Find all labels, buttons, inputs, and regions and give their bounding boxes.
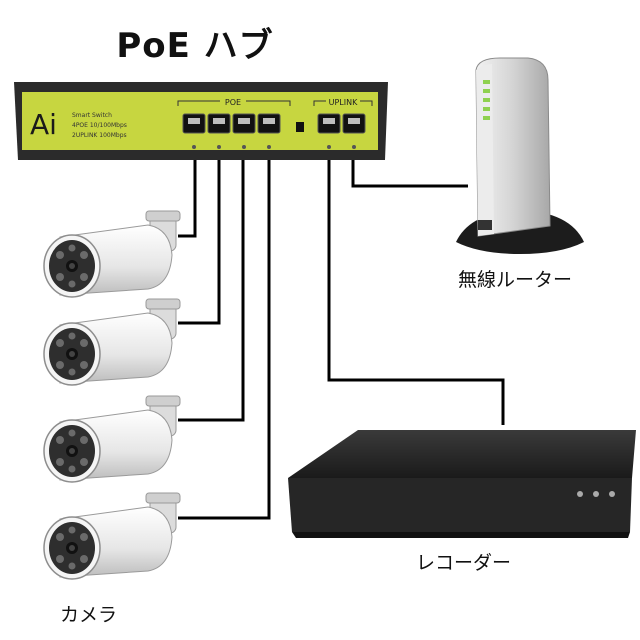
camera-caption: カメラ [60, 604, 118, 626]
recorder-indicators [577, 491, 615, 497]
diagram-title: PoE ハブ [116, 26, 274, 66]
wireless-router [456, 57, 584, 254]
poe-group-label: POE [225, 98, 241, 107]
switch-spec-line-3: 2UPLINK 100Mbps [72, 132, 127, 139]
camera-4 [43, 492, 181, 580]
recorder [288, 430, 636, 538]
cable-camera-2 [178, 132, 221, 325]
camera-1 [43, 210, 181, 298]
uplink-group-label: UPLINK [329, 98, 358, 107]
recorder-caption: レコーダー [416, 552, 512, 574]
switch-logo: Ai [30, 108, 57, 141]
cable-camera-1 [178, 132, 197, 238]
cable-camera-4 [178, 132, 271, 520]
switch-spec-line-1: Smart Switch [72, 112, 112, 119]
router-leds [483, 80, 490, 120]
camera-2 [43, 298, 181, 386]
cameras [43, 210, 181, 580]
cable-camera-3 [178, 132, 245, 422]
mode-switch [296, 122, 304, 132]
poe-switch: Ai Smart Switch 4POE 10/100Mbps 2UPLINK … [14, 82, 388, 160]
router-caption: 無線ルーター [458, 269, 573, 291]
camera-3 [43, 395, 181, 483]
cable-recorder [327, 132, 505, 425]
switch-spec-line-2: 4POE 10/100Mbps [72, 122, 127, 129]
